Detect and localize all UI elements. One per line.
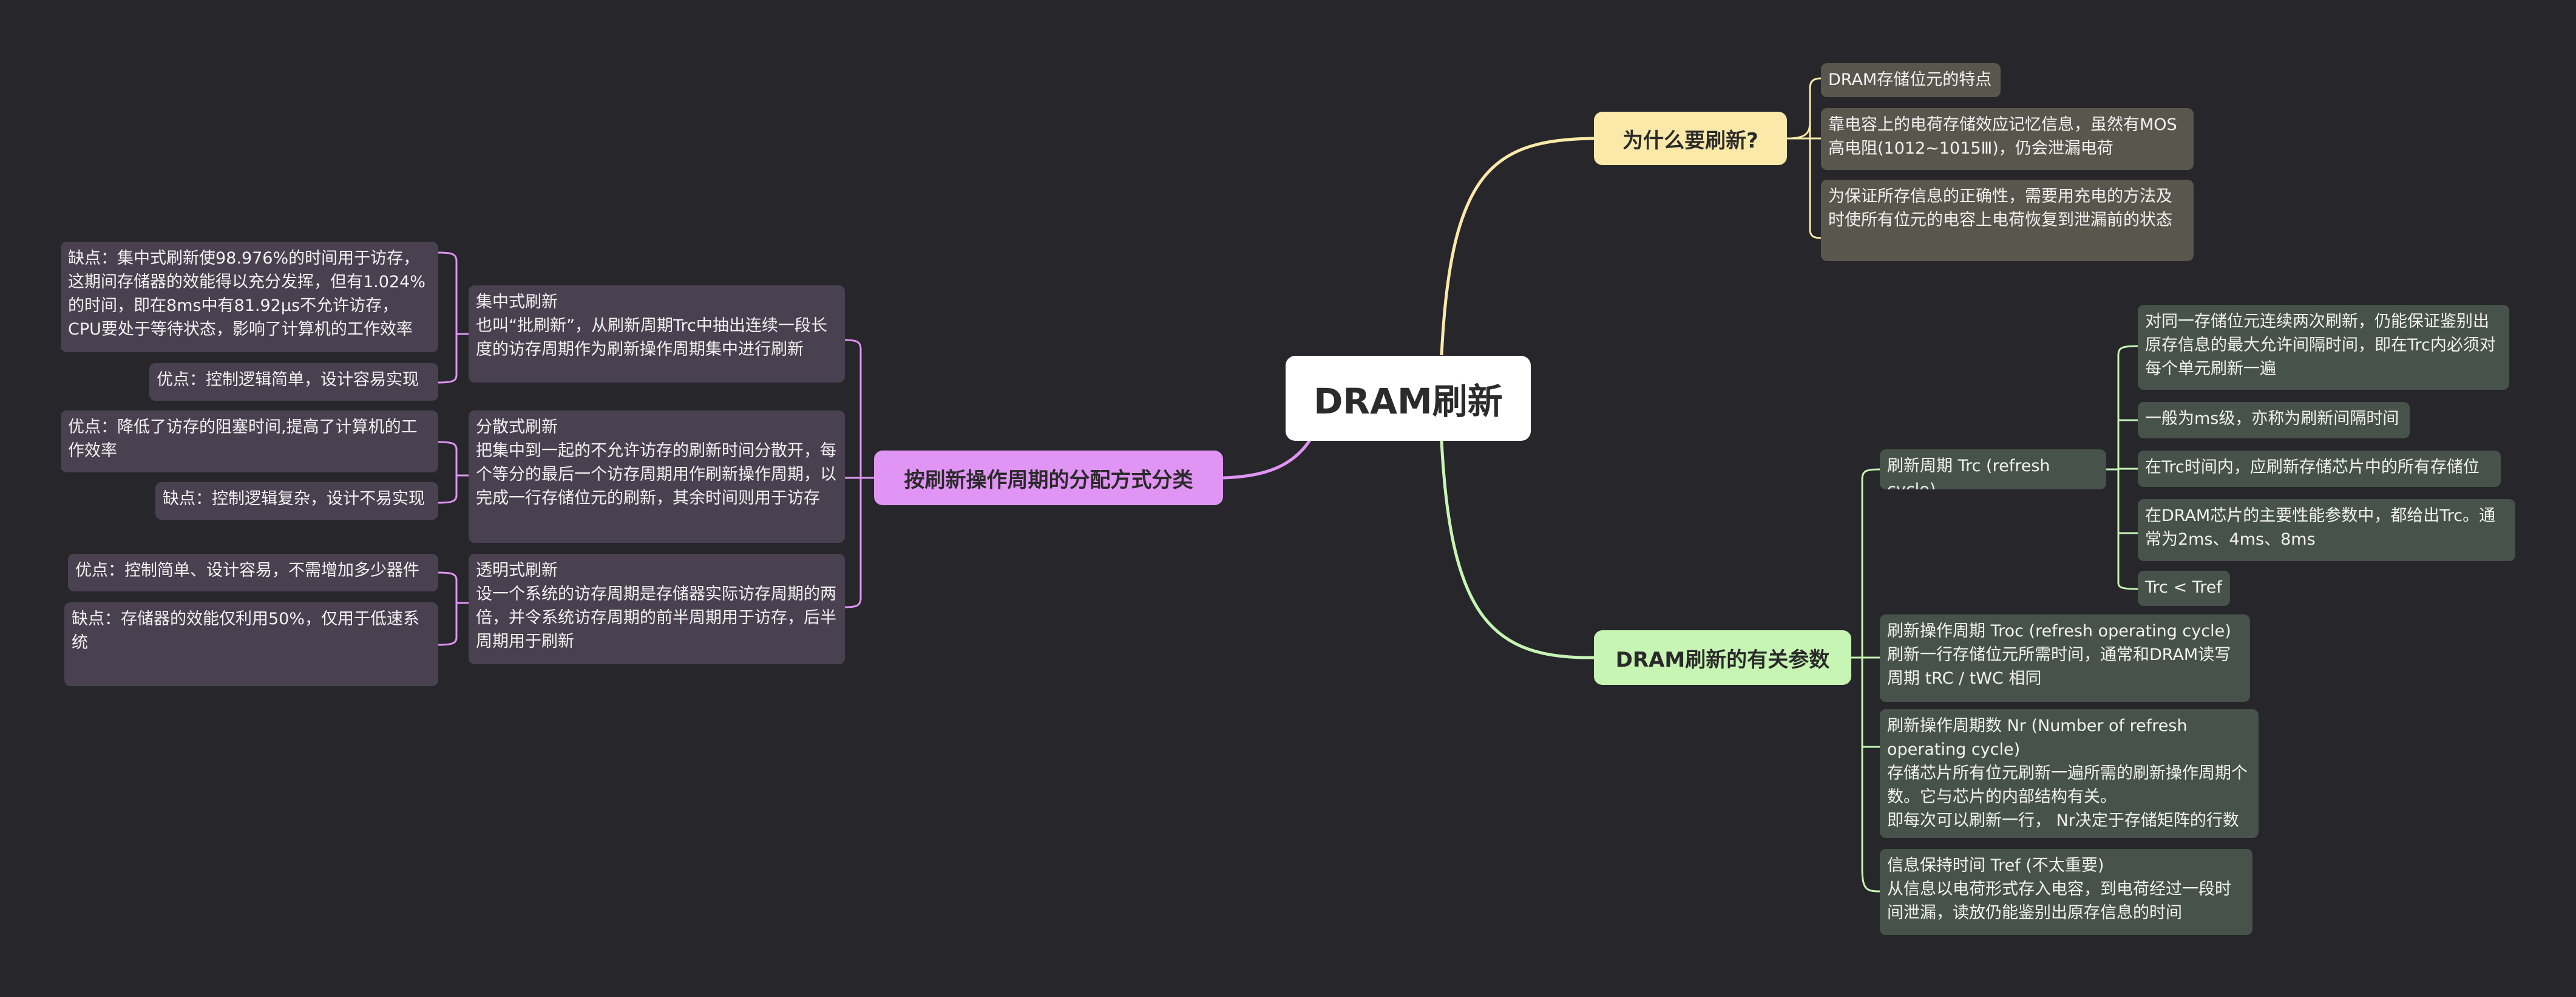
- centralized-body: 也叫“批刷新”，从刷新周期Trc中抽出连续一段长度的访存周期作为刷新操作周期集中…: [476, 316, 827, 359]
- centralized-pro[interactable]: 优点：控制逻辑简单，设计容易实现: [149, 363, 438, 401]
- trc-node-3[interactable]: 在Trc时间内，应刷新存储芯片中的所有存储位: [2138, 451, 2501, 487]
- bracket-trc: [2106, 345, 2138, 590]
- centralized-title: 集中式刷新: [476, 293, 558, 311]
- troc-title: 刷新操作周期 Troc (refresh operating cycle): [1887, 622, 2231, 641]
- link-why: [1440, 137, 1595, 356]
- transparent-body: 设一个系统的访存周期是存储器实际访存周期的两倍，并令系统访存周期的前半周期用于访…: [476, 585, 836, 651]
- distributed-body: 把集中到一起的不允许访存的刷新时间分散开，每个等分的最后一个访存周期用作刷新操作…: [476, 441, 836, 508]
- central-topic[interactable]: DRAM刷新: [1286, 356, 1531, 441]
- bracket-why: [1786, 77, 1822, 239]
- troc-body: 刷新一行存储位元所需时间，通常和DRAM读写周期 tRC / tWC 相同: [1887, 645, 2231, 688]
- link-params: [1440, 440, 1595, 659]
- distributed-pro[interactable]: 优点：降低了访存的阻塞时间,提高了计算机的工作效率: [61, 410, 438, 472]
- link-modes: [1222, 437, 1313, 480]
- param-trc[interactable]: 刷新周期 Trc (refresh cycle): [1880, 449, 2106, 489]
- bracket-params: [1851, 468, 1880, 893]
- tref-title: 信息保持时间 Tref (不太重要): [1887, 856, 2104, 875]
- bracket-modes: [844, 339, 874, 608]
- trc-node-2[interactable]: 一般为ms级，亦称为刷新间隔时间: [2138, 402, 2410, 438]
- bracket-transparent: [438, 571, 469, 646]
- mode-transparent[interactable]: 透明式刷新 设一个系统的访存周期是存储器实际访存周期的两倍，并令系统访存周期的前…: [469, 554, 845, 664]
- mode-centralized[interactable]: 集中式刷新 也叫“批刷新”，从刷新周期Trc中抽出连续一段长度的访存周期作为刷新…: [469, 285, 845, 383]
- tref-body: 从信息以电荷形式存入电容，到电荷经过一段时间泄漏，读放仍能鉴别出原存信息的时间: [1887, 880, 2231, 922]
- transparent-pro[interactable]: 优点：控制简单、设计容易，不需增加多少器件: [68, 554, 438, 591]
- bracket-centralized: [438, 251, 469, 384]
- topic-params[interactable]: DRAM刷新的有关参数: [1594, 630, 1851, 685]
- nr-body: 存储芯片所有位元刷新一遍所需的刷新操作周期个数。它与芯片的内部结构有关。 即每次…: [1887, 764, 2248, 830]
- nr-title: 刷新操作周期数 Nr (Number of refresh operating …: [1887, 716, 2188, 759]
- trc-node-4[interactable]: 在DRAM芯片的主要性能参数中，都给出Trc。通常为2ms、4ms、8ms: [2138, 499, 2515, 561]
- distributed-con[interactable]: 缺点：控制逻辑复杂，设计不易实现: [155, 482, 438, 520]
- param-tref[interactable]: 信息保持时间 Tref (不太重要) 从信息以电荷形式存入电容，到电荷经过一段时…: [1880, 849, 2252, 935]
- param-nr[interactable]: 刷新操作周期数 Nr (Number of refresh operating …: [1880, 709, 2259, 838]
- why-node-2[interactable]: 靠电容上的电荷存储效应记忆信息，虽然有MOS高电阻(1012~1015Ⅲ)，仍会…: [1821, 108, 2194, 170]
- trc-node-1[interactable]: 对同一存储位元连续两次刷新，仍能保证鉴别出原存信息的最大允许间隔时间，即在Trc…: [2138, 305, 2509, 390]
- transparent-title: 透明式刷新: [476, 561, 558, 580]
- centralized-con[interactable]: 缺点：集中式刷新使98.976%的时间用于访存，这期间存储器的效能得以充分发挥，…: [61, 242, 438, 352]
- transparent-con[interactable]: 缺点：存储器的效能仅利用50%，仅用于低速系统: [64, 602, 438, 686]
- mode-distributed[interactable]: 分散式刷新 把集中到一起的不允许访存的刷新时间分散开，每个等分的最后一个访存周期…: [469, 410, 845, 543]
- topic-refresh-modes[interactable]: 按刷新操作周期的分配方式分类: [874, 451, 1223, 505]
- bracket-distributed: [438, 441, 469, 504]
- why-node-1[interactable]: DRAM存储位元的特点: [1821, 63, 2001, 97]
- topic-why-refresh[interactable]: 为什么要刷新?: [1594, 112, 1787, 165]
- distributed-title: 分散式刷新: [476, 418, 558, 437]
- why-node-3[interactable]: 为保证所存信息的正确性，需要用充电的方法及时使所有位元的电容上电荷恢复到泄漏前的…: [1821, 180, 2194, 261]
- param-troc[interactable]: 刷新操作周期 Troc (refresh operating cycle) 刷新…: [1880, 614, 2250, 702]
- trc-node-5[interactable]: Trc < Tref: [2138, 571, 2230, 606]
